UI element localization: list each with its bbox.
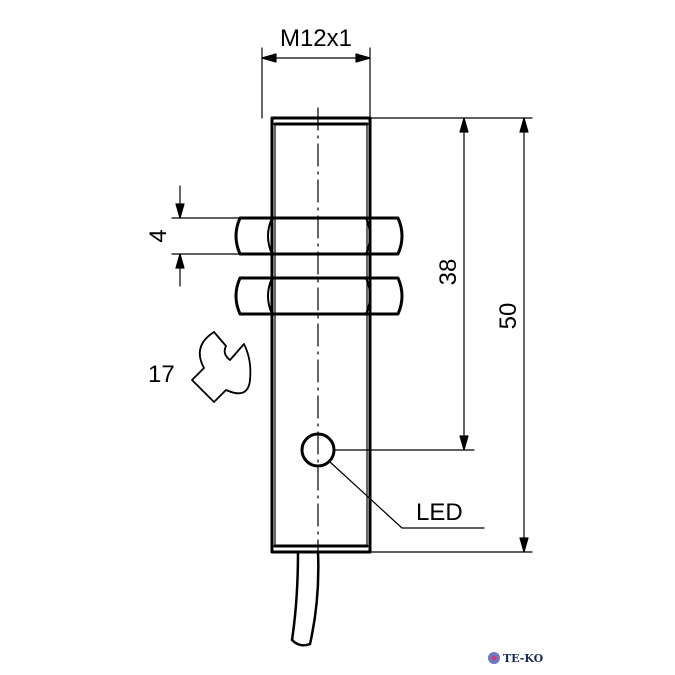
led-label: LED bbox=[416, 499, 463, 526]
wrench-size-label: 17 bbox=[148, 361, 175, 388]
logo-text: TE-KO bbox=[503, 652, 544, 665]
led-distance-dimension bbox=[333, 117, 533, 451]
nut-thickness-label: 4 bbox=[145, 229, 172, 242]
logo: TE-KO bbox=[488, 652, 544, 665]
led-leader bbox=[329, 461, 485, 529]
sensor-body bbox=[270, 116, 372, 554]
thread-label: M12x1 bbox=[280, 25, 352, 52]
total-length-dimension bbox=[369, 117, 533, 553]
nut-upper bbox=[234, 216, 404, 256]
thread-dimension bbox=[261, 47, 371, 119]
cable bbox=[290, 550, 320, 647]
nut-lower bbox=[234, 276, 404, 316]
nut-thickness-dimension bbox=[171, 185, 241, 287]
wrench-icon bbox=[191, 331, 252, 403]
total-length-label: 50 bbox=[495, 303, 522, 330]
led-distance-label: 38 bbox=[435, 259, 462, 286]
